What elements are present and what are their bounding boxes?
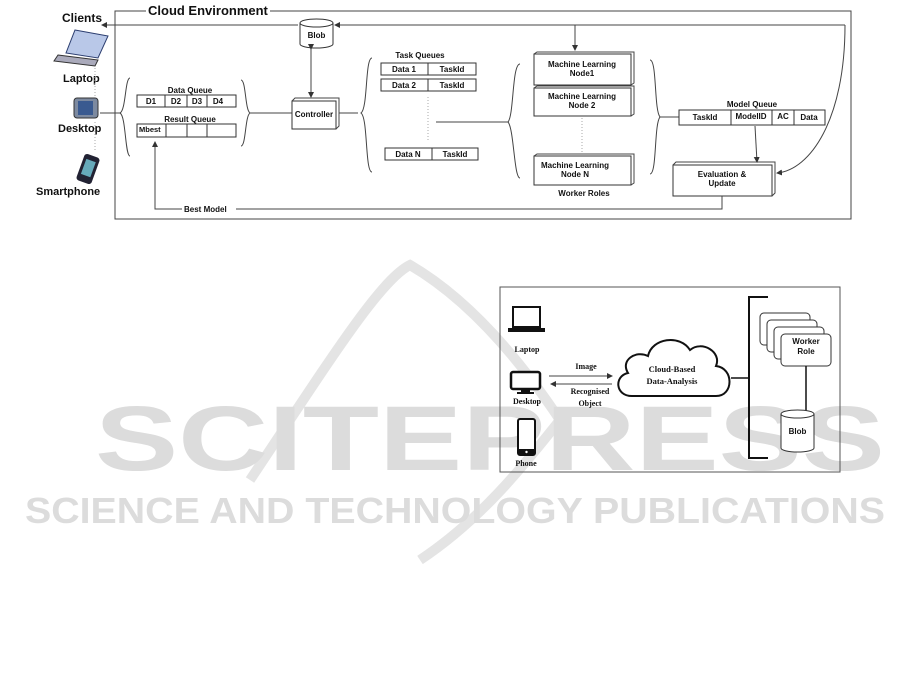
ml-node: Machine Learning Node N: [533, 153, 635, 186]
figure-cloud-data-analysis: Laptop Desktop Phone Image Recognised Ob…: [499, 286, 841, 473]
task-data: Data 2: [392, 81, 417, 90]
device-label-desktop: Desktop: [513, 397, 542, 406]
ml-node: Machine Learning Node1: [533, 51, 635, 86]
device-label-smartphone: Smartphone: [36, 186, 100, 198]
task-queue-row: Data N TaskId: [384, 147, 479, 161]
controller-label: Controller: [295, 110, 333, 119]
object-label: Object: [578, 399, 601, 408]
cloud-icon: [617, 338, 731, 397]
best-model-label: Best Model: [184, 205, 227, 214]
image-label: Image: [575, 362, 597, 371]
ml-node-line: Node N: [561, 170, 589, 179]
data-queue-title: Data Queue: [168, 86, 213, 95]
queue-cell: Mbest: [139, 125, 161, 134]
blob-storage: Blob: [299, 18, 334, 49]
watermark: SCITEPRESS SCIENCE AND TECHNOLOGY PUBLIC…: [25, 259, 885, 565]
queue-cell: TaskId: [693, 113, 718, 122]
cloud-label-2: Data-Analysis: [646, 376, 698, 386]
smartphone-icon: [76, 153, 100, 185]
figure2-frame: [499, 286, 841, 473]
worker-role-stack: Worker Role: [759, 312, 832, 367]
queue-cell: D1: [146, 97, 157, 106]
laptop-icon: [53, 29, 109, 67]
queue-cell: ModelID: [735, 112, 766, 121]
queue-cell: D2: [171, 97, 182, 106]
ml-node-line: Machine Learning: [541, 161, 609, 170]
task-id: TaskId: [440, 81, 465, 90]
watermark-brand: SCITEPRESS: [95, 388, 885, 490]
task-queue-row: Data 2 TaskId: [380, 78, 477, 92]
ml-node-line: Machine Learning: [548, 92, 616, 101]
task-id: TaskId: [443, 150, 468, 159]
task-queue-row: Data 1 TaskId: [380, 62, 477, 76]
watermark-tagline: SCIENCE AND TECHNOLOGY PUBLICATIONS: [25, 490, 885, 531]
worker-role-line: Worker: [792, 337, 819, 346]
blob-storage: Blob: [780, 409, 815, 453]
figure-cloud-architecture: Cloud Environment Clients Laptop Desktop…: [36, 3, 852, 220]
ml-node-line: Node1: [570, 69, 595, 78]
cloud-label-1: Cloud-Based: [649, 364, 696, 374]
result-queue: Mbest: [136, 123, 237, 138]
device-label-phone: Phone: [515, 459, 537, 468]
task-data: Data N: [395, 150, 421, 159]
desktop-icon: [509, 370, 542, 394]
evaluation-line: Update: [708, 179, 736, 188]
queue-cell: D4: [213, 97, 224, 106]
cloud-environment-label: Cloud Environment: [148, 3, 269, 18]
ml-node: Machine Learning Node 2: [533, 85, 635, 117]
evaluation-line: Evaluation &: [698, 170, 747, 179]
device-label-desktop: Desktop: [58, 123, 102, 135]
task-queues-title: Task Queues: [395, 51, 445, 60]
device-label-laptop: Laptop: [515, 345, 540, 354]
task-id: TaskId: [440, 65, 465, 74]
desktop-icon: [73, 97, 99, 119]
evaluation-update-box: Evaluation & Update: [672, 161, 776, 197]
recognised-label: Recognised: [571, 387, 610, 396]
laptop-icon: [508, 306, 545, 332]
data-queue: D1 D2 D3 D4: [136, 94, 237, 108]
result-queue-title: Result Queue: [164, 115, 216, 124]
controller-box: Controller: [291, 97, 340, 130]
ml-node-line: Machine Learning: [548, 60, 616, 69]
phone-icon: [517, 418, 536, 456]
clients-label: Clients: [62, 11, 102, 25]
queue-cell: Data: [800, 113, 818, 122]
device-label-laptop: Laptop: [63, 73, 100, 85]
queue-cell: D3: [192, 97, 203, 106]
model-queue: TaskId ModelID AC Data: [678, 109, 826, 126]
ml-node-line: Node 2: [569, 101, 596, 110]
task-data: Data 1: [392, 65, 417, 74]
worker-role-line: Role: [797, 347, 815, 356]
queue-cell: AC: [777, 112, 789, 121]
model-queue-title: Model Queue: [727, 100, 778, 109]
blob-label: Blob: [789, 427, 807, 436]
worker-roles-caption: Worker Roles: [558, 189, 610, 198]
cloud-environment-frame: [114, 10, 852, 220]
blob-label: Blob: [308, 31, 326, 40]
